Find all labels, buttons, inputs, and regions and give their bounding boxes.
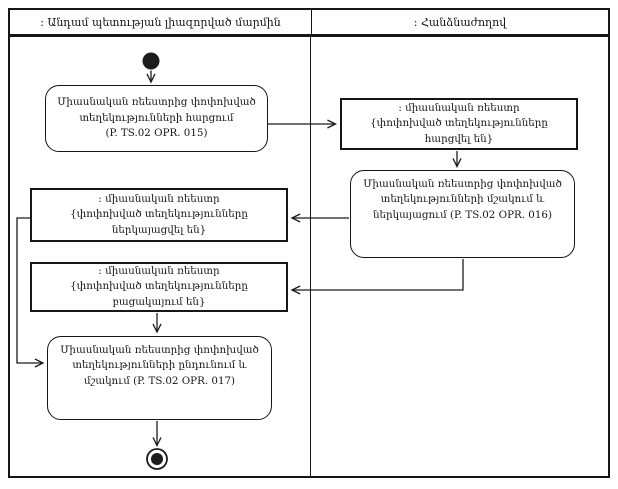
edge-opr016-to-register-absent: [292, 259, 464, 290]
edge-register-submitted-to-opr017: [16, 217, 43, 363]
swimlane-title-left: : Անդամ պետության լիազորված մարմին: [40, 15, 281, 29]
final-node: [146, 448, 168, 470]
action-node-opr-015: Միասնական ռեեստրից փոփոխված տեղեկություն…: [45, 85, 268, 152]
swimlane-title-right: : Հանձնաժողով: [413, 15, 507, 29]
object-node-register-queried: : միասնական ռեեստր {փոփոխված տեղեկությու…: [340, 98, 578, 150]
action-node-opr-017: Միասնական ռեեստրից փոփոխված տեղեկություն…: [47, 336, 272, 420]
swimlane-header-member-state-body: : Անդամ պետության լիազորված մարմին: [10, 10, 312, 34]
object-node-register-absent: : միասնական ռեեստր {փոփոխված տեղեկությու…: [30, 262, 288, 312]
action-node-opr-016: Միասնական ռեեստրից փոփոխված տեղեկություն…: [350, 170, 575, 258]
swimlane-header-row: : Անդամ պետության լիազորված մարմին : Հան…: [8, 8, 610, 37]
swimlane-divider: [310, 37, 311, 478]
initial-node: [142, 52, 160, 70]
object-node-register-submitted: : միասնական ռեեստր {փոփոխված տեղեկությու…: [30, 188, 288, 242]
swimlane-header-commission: : Հանձնաժողով: [312, 10, 608, 34]
